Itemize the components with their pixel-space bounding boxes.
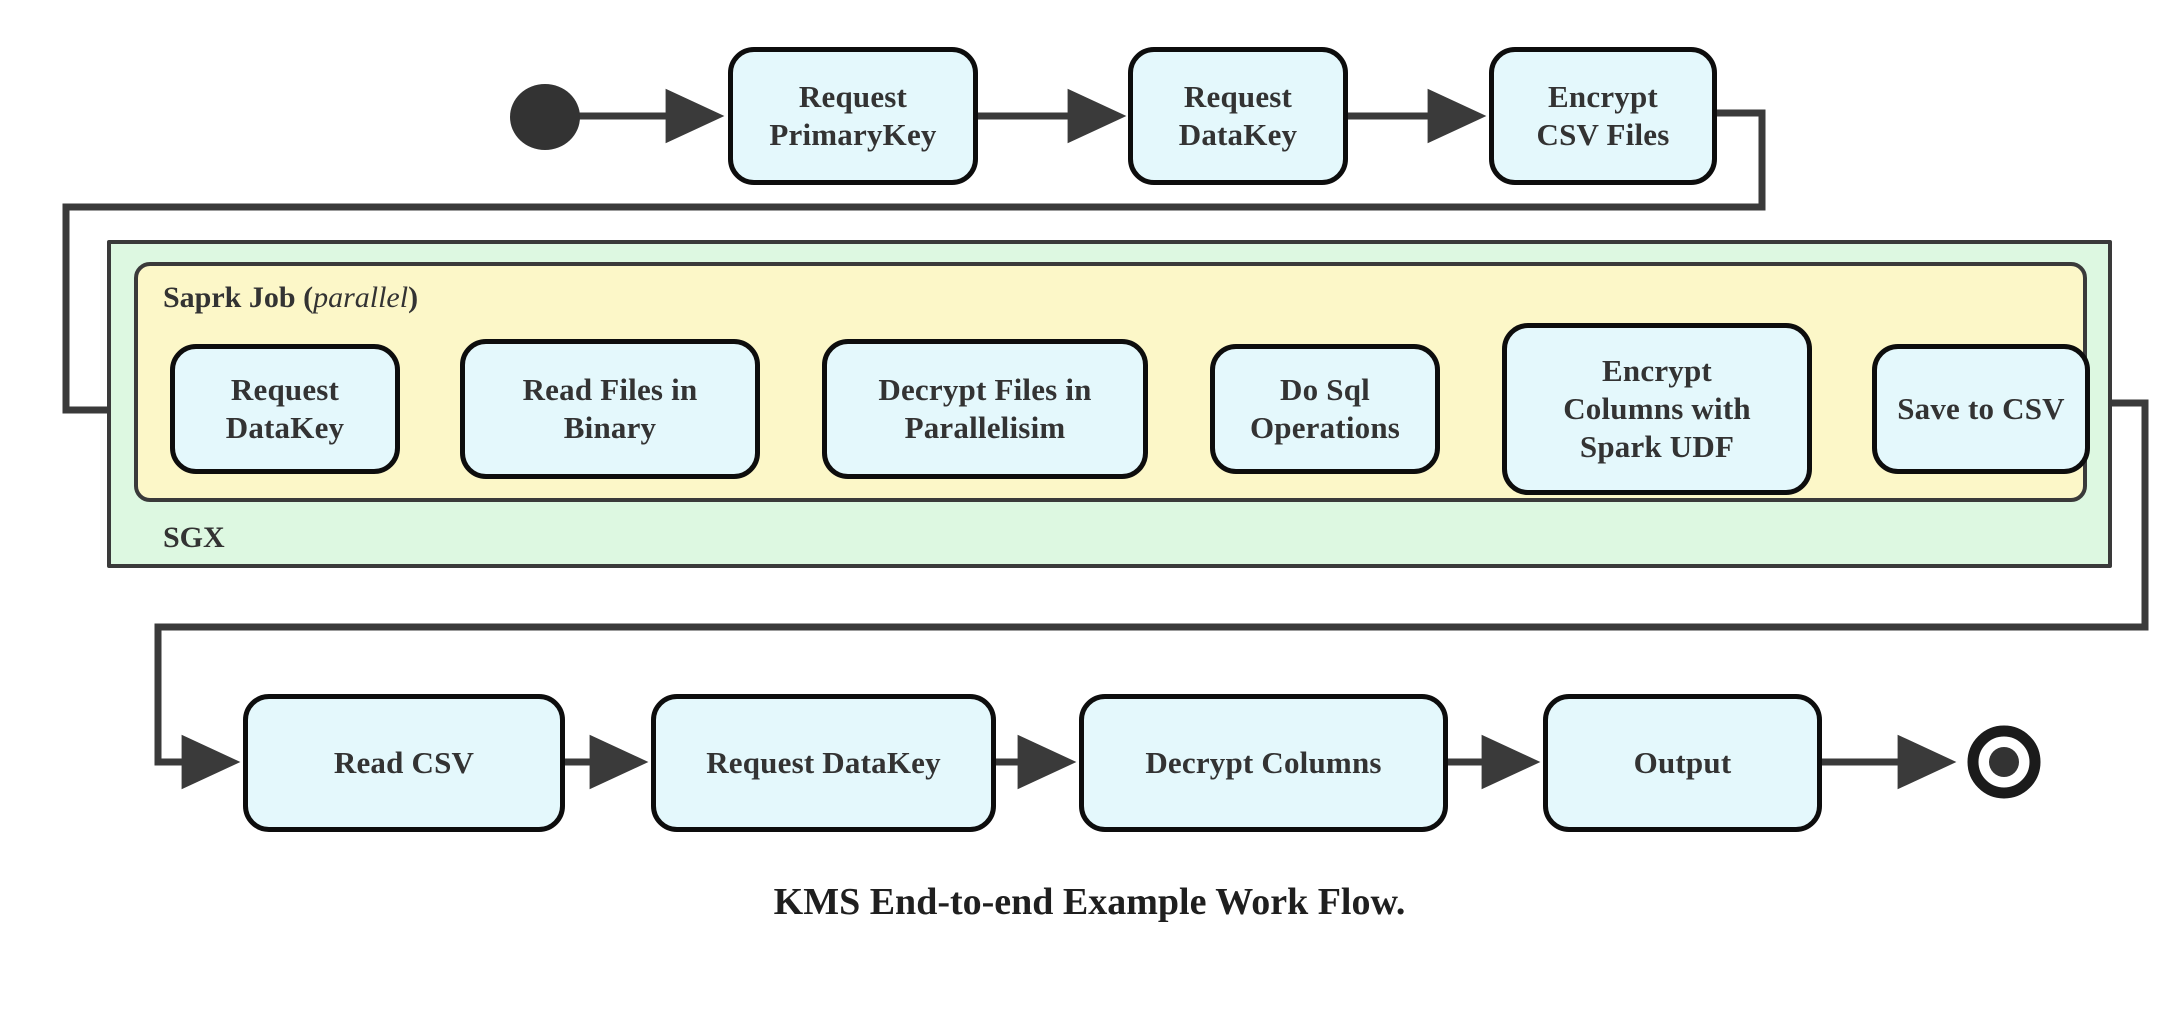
node-encrypt-csv-files-label: Encrypt CSV Files — [1536, 79, 1670, 152]
node-request-datakey-top-label: Request DataKey — [1178, 79, 1298, 152]
node-decrypt-columns-label: Decrypt Columns — [1145, 745, 1382, 781]
node-read-csv[interactable]: Read CSV — [243, 694, 565, 832]
region-spark-label-main: Saprk Job — [163, 281, 296, 314]
node-read-files-in-binary[interactable]: Read Files in Binary — [460, 339, 760, 479]
node-read-csv-label: Read CSV — [333, 745, 475, 781]
region-spark-label-close-paren: ) — [408, 281, 419, 314]
node-request-primarykey[interactable]: Request PrimaryKey — [728, 47, 978, 185]
diagram-caption: KMS End-to-end Example Work Flow. — [0, 880, 2179, 924]
node-request-datakey-top[interactable]: Request DataKey — [1128, 47, 1348, 185]
node-output-label: Output — [1633, 745, 1732, 781]
node-decrypt-files-in-parallelisim-label: Decrypt Files in Parallelisim — [878, 372, 1092, 445]
node-do-sql-operations[interactable]: Do Sql Operations — [1210, 344, 1440, 474]
region-sgx-label: SGX — [163, 521, 225, 555]
edge-save-csv-to-read-csv — [154, 399, 2149, 790]
node-encrypt-columns-with-spark-udf-label: Encrypt Columns with Spark UDF — [1563, 353, 1751, 464]
node-request-datakey-bottom[interactable]: Request DataKey — [651, 694, 996, 832]
diagram-caption-text: KMS End-to-end Example Work Flow. — [773, 881, 1406, 923]
region-spark-label: Saprk Job (parallel) — [163, 281, 418, 315]
end-node-dot-icon — [1989, 747, 2019, 777]
node-encrypt-csv-files[interactable]: Encrypt CSV Files — [1489, 47, 1717, 185]
edge-encrypt-csv-to-spark — [62, 109, 1766, 438]
region-spark-label-modifier: parallel — [313, 281, 409, 314]
node-save-to-csv-label: Save to CSV — [1897, 391, 2065, 427]
node-decrypt-columns[interactable]: Decrypt Columns — [1079, 694, 1448, 832]
region-sgx-label-text: SGX — [163, 521, 225, 554]
node-decrypt-files-in-parallelisim[interactable]: Decrypt Files in Parallelisim — [822, 339, 1148, 479]
node-request-datakey-spark-label: Request DataKey — [225, 372, 345, 445]
node-request-primarykey-label: Request PrimaryKey — [769, 79, 937, 152]
node-save-to-csv[interactable]: Save to CSV — [1872, 344, 2090, 474]
node-request-datakey-bottom-label: Request DataKey — [706, 745, 941, 781]
node-encrypt-columns-with-spark-udf[interactable]: Encrypt Columns with Spark UDF — [1502, 323, 1812, 495]
node-request-datakey-spark[interactable]: Request DataKey — [170, 344, 400, 474]
start-node-icon — [510, 84, 580, 150]
node-output[interactable]: Output — [1543, 694, 1822, 832]
region-spark-label-open-paren: ( — [295, 281, 314, 314]
node-read-files-in-binary-label: Read Files in Binary — [522, 372, 698, 445]
node-do-sql-operations-label: Do Sql Operations — [1249, 372, 1401, 445]
